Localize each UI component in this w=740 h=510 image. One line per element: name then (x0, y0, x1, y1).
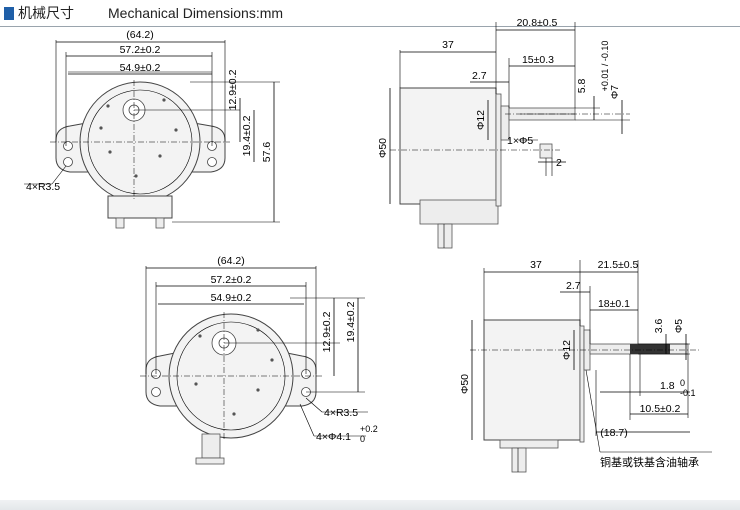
dim-hole-tol: +0.2 (360, 424, 378, 434)
dim-extension: 10.5±0.2 (640, 403, 681, 415)
dim-shaft-dia: Φ7 (609, 85, 621, 99)
dim-overall-width: (64.2) (126, 29, 153, 41)
footer-band (0, 500, 740, 510)
dim-v2: 19.4±0.2 (241, 115, 253, 156)
dim-shaft-length: 21.5±0.5 (598, 259, 639, 271)
dim-hole-dia: 4×Φ4.1 (316, 431, 351, 443)
dim-pitch-width: 57.2±0.2 (211, 274, 252, 286)
front-view-bottom: (64.2) 57.2±0.2 54.9±0.2 12.9±0.2 19.4±0… (140, 255, 378, 465)
dim-pitch-width: 57.2±0.2 (120, 44, 161, 56)
dim-pin-width: 2 (556, 157, 562, 169)
header-marker (4, 6, 14, 20)
dim-boss-dia: Φ12 (561, 340, 573, 360)
side-view-top: 37 20.8±0.5 15±0.3 2.7 5.8 Φ7 +0.01 / -0… (377, 17, 630, 249)
dim-tip: 1.8 (660, 380, 675, 392)
bearing-note: 铜基或铁基含油轴承 (600, 455, 699, 469)
dim-flat-length: 15±0.3 (522, 54, 554, 66)
dim-flat-length: 18±0.1 (598, 298, 630, 310)
dim-v1: 12.9±0.2 (321, 311, 333, 352)
side-view-bottom: 37 21.5±0.5 2.7 18±0.1 3.6 Φ5 Φ12 Φ50 1.… (459, 259, 712, 473)
front-view-top: (64.2) 57.2±0.2 54.9±0.2 12.9±0.2 19.4±0… (24, 29, 280, 229)
dim-shaft-tol: +0.01 / -0.10 (600, 41, 610, 92)
section-title-cn: 机械尺寸 (18, 6, 74, 22)
dim-body-dia: Φ50 (377, 138, 389, 158)
dim-v1: 12.9±0.2 (227, 69, 239, 110)
dim-inner-width: 54.9±0.2 (120, 62, 161, 74)
dim-shaft-dia: Φ5 (673, 319, 685, 333)
dim-reference: (18.7) (600, 427, 627, 439)
dim-holes: 4×R3.5 (26, 181, 60, 193)
section-title-en: Mechanical Dimensions:mm (108, 5, 284, 21)
dim-hole-tol-low: 0 (360, 434, 365, 444)
dim-body-dia: Φ50 (459, 374, 471, 394)
dim-collar: 2.7 (472, 70, 487, 82)
dim-overall-width: (64.2) (217, 255, 244, 267)
dim-body-length: 37 (530, 259, 542, 271)
dim-body-length: 37 (442, 39, 454, 51)
dim-shaft-length: 20.8±0.5 (517, 17, 558, 29)
section-header: 机械尺寸 Mechanical Dimensions:mm (4, 4, 283, 22)
dim-v2: 19.4±0.2 (345, 301, 357, 342)
dim-flat-width: 3.6 (653, 319, 665, 334)
dim-height: 57.6 (261, 142, 273, 163)
dim-radius: 4×R3.5 (324, 407, 358, 419)
dim-tip-tol: 0 (680, 378, 685, 388)
dim-flat-width: 5.8 (576, 79, 588, 94)
dim-pin: 1×Φ5 (507, 135, 533, 147)
header-rule (0, 26, 740, 27)
dim-collar: 2.7 (566, 280, 581, 292)
dim-boss-dia: Φ12 (475, 110, 487, 130)
dim-inner-width: 54.9±0.2 (211, 292, 252, 304)
